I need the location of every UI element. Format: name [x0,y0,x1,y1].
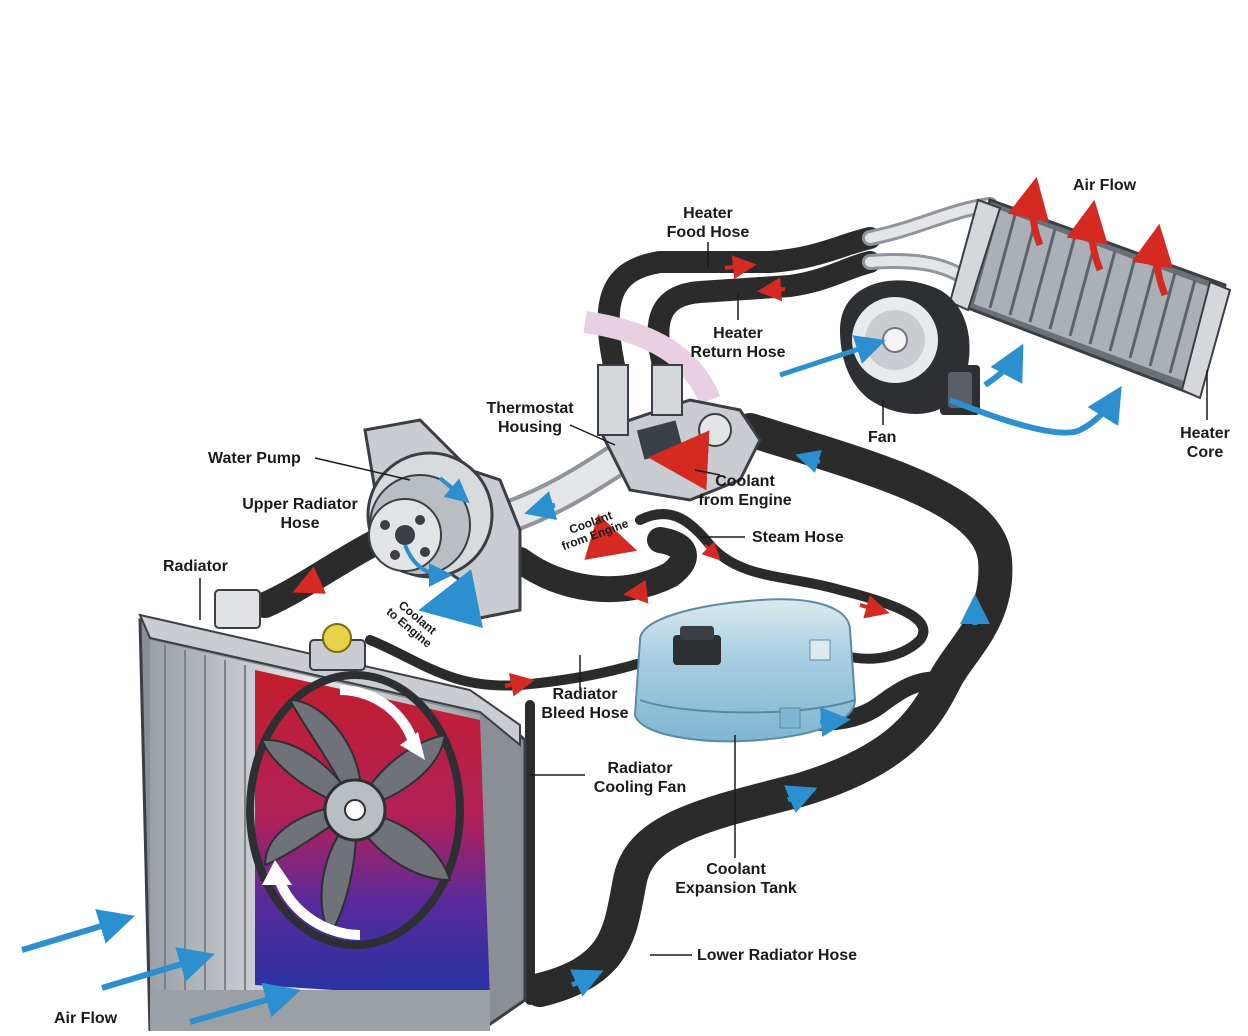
blower-out-arrow-2 [948,385,1122,436]
flow-arrows [21,176,1174,1025]
water-pump [363,418,522,622]
leader-lines [199,242,1208,956]
radiator-cooling-fan-label: Radiator Cooling Fan [593,760,687,796]
heater-core [948,198,1232,400]
upper-radiator-hose [252,527,393,618]
heater-return-hose-label: Heater Return Hose [690,325,786,361]
air-flow-label-bottom: Air Flow [54,1010,118,1027]
water-pump-label: Water Pump [208,450,301,467]
coolant-expansion-tank [633,598,857,743]
heater-food-hose-label: Heater Food Hose [666,205,750,241]
thermostat-housing-label: Thermostat Housing [486,400,574,436]
steam-hose-label: Steam Hose [752,529,844,546]
air-flow-label-top: Air Flow [1073,177,1137,194]
coolant-expansion-tank-label: Coolant Expansion Tank [675,861,797,897]
heater-core-label: Heater Core [1180,425,1230,461]
lower-radiator-hose [523,413,1013,1007]
radiator-cooling-fan [246,671,464,949]
faint-hose [583,311,721,405]
air-flow-arrow-3 [1131,223,1174,297]
lower-radiator-hose-label: Lower Radiator Hose [697,947,858,964]
blower-intake-arrow [779,335,886,378]
air-flow-arrow-1 [1007,176,1050,247]
blower-out-arrow-1 [983,343,1024,388]
air-flow-arrow-2 [1066,199,1108,272]
upper-radiator-hose-label: Upper Radiator Hose [242,496,358,532]
coolant-from-engine-label: Coolant from Engine [698,473,792,509]
radiator-air-arrow-1 [21,909,135,953]
steam-hose [635,509,929,664]
radiator-air-arrow-3 [189,982,301,1025]
radiator-label: Radiator [163,558,228,575]
pump-outlet-hose [507,527,697,603]
fan-label: Fan [868,429,897,446]
radiator-bleed-hose-label: Radiator Bleed Hose [541,686,629,722]
radiator-air-arrow-2 [101,947,215,991]
